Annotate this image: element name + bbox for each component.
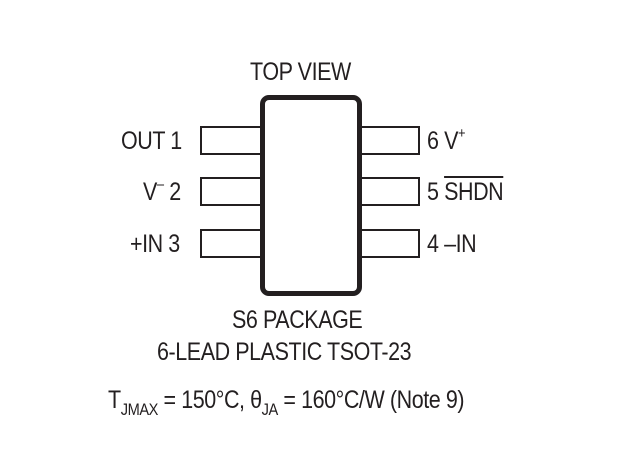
lead-pin-4	[362, 229, 420, 258]
lead-pin-6	[362, 126, 420, 155]
pin-1-label: OUT 1	[121, 127, 182, 155]
lead-pin-2	[200, 177, 260, 206]
lead-pin-5	[362, 177, 420, 206]
pin-6-number: 6	[427, 127, 439, 155]
tj-value: = 150°C,	[157, 386, 251, 414]
pin-2-number: 2	[169, 178, 181, 206]
pin-5-label: 5 SHDN	[427, 178, 504, 206]
pin-6-superscript: +	[458, 125, 466, 142]
tj-subscript: JMAX	[120, 400, 159, 419]
pin-3-label: +IN 3	[130, 230, 180, 258]
ic-body	[260, 95, 362, 296]
theta-symbol: θ	[250, 386, 262, 414]
theta-value: = 160°C/W (Note 9)	[277, 386, 465, 414]
package-name: S6 PACKAGE	[232, 306, 363, 334]
pin-4-label: 4 –IN	[427, 230, 477, 258]
lead-pin-3	[200, 229, 260, 258]
pin-2-label: V– 2	[143, 177, 181, 206]
pin-5-name: SHDN	[444, 178, 504, 206]
theta-subscript: JA	[261, 400, 279, 419]
pin-5-number: 5	[427, 178, 439, 206]
thermal-spec: TJMAX = 150°C, θJA = 160°C/W (Note 9)	[108, 386, 465, 419]
tj-symbol: T	[108, 386, 121, 414]
top-view-title: TOP VIEW	[250, 58, 351, 86]
package-description: 6-LEAD PLASTIC TSOT-23	[157, 338, 412, 366]
pin-6-label: 6 V+	[427, 126, 466, 155]
pin-2-name: V	[143, 178, 157, 206]
lead-pin-1	[200, 126, 260, 155]
pin-6-name: V	[444, 127, 459, 155]
pin-2-superscript: –	[156, 176, 164, 193]
